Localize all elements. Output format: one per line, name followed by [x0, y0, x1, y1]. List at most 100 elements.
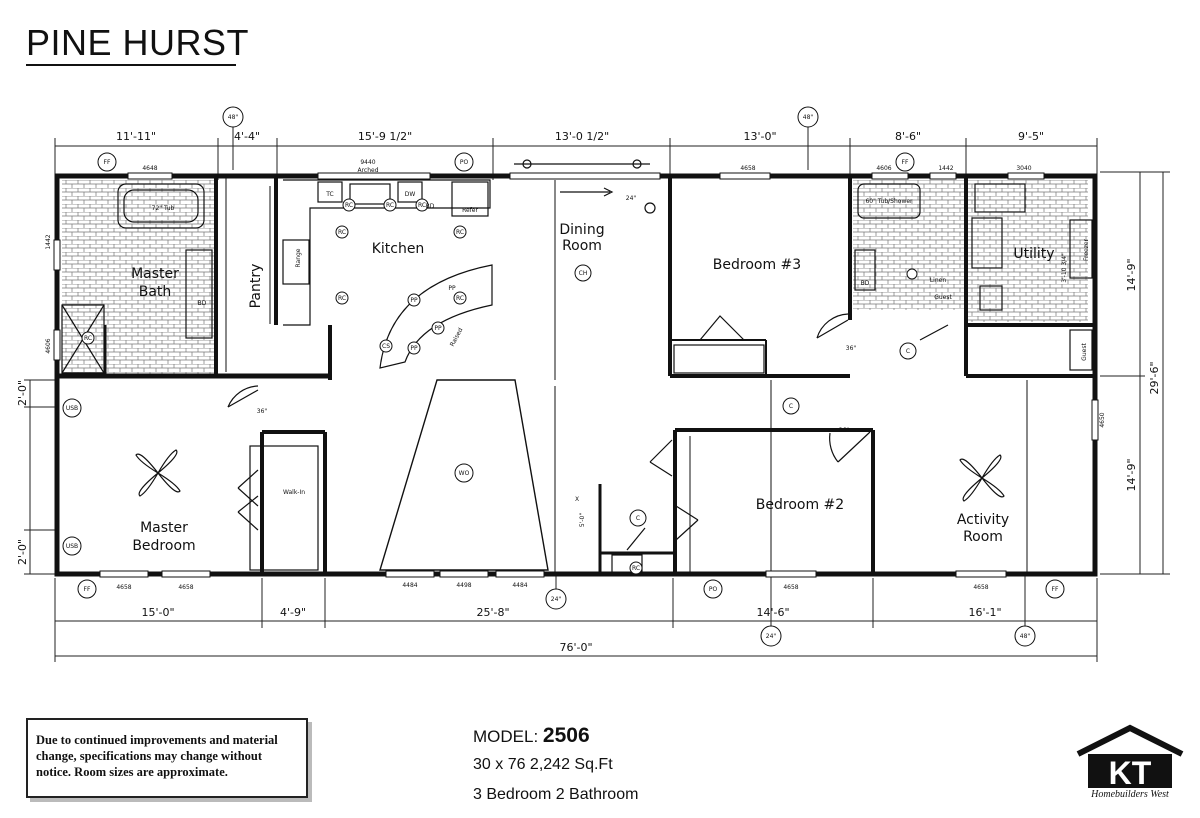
model-line: MODEL: 2506	[473, 724, 590, 748]
tag-window: 4658	[178, 584, 193, 591]
tag-window: 1442	[938, 165, 953, 172]
tag-ch: CH	[579, 270, 588, 277]
tag-rc: RC	[84, 335, 92, 342]
dim-left: 2'-0"	[16, 539, 29, 565]
room-bedroom-2: Bedroom #2	[756, 497, 844, 513]
tag-48: 48"	[228, 114, 239, 121]
tag-dw: DW	[405, 191, 416, 198]
tag-rc: RC	[632, 565, 640, 572]
tag-window: 4658	[116, 584, 131, 591]
tag-ff: FF	[84, 586, 91, 593]
room-bedroom-3: Bedroom #3	[713, 257, 801, 273]
title-underline	[26, 64, 236, 66]
tag-window: 4658	[740, 165, 755, 172]
tag-rc: RC	[456, 229, 464, 236]
tag-c: C	[789, 403, 793, 410]
tag-raised: Raised	[449, 327, 465, 348]
tag-rc: RC	[338, 295, 346, 302]
dim-top: 13'-0"	[743, 130, 776, 143]
tag-range: Range	[295, 248, 302, 267]
tag-36: 36"	[846, 345, 857, 352]
room-labels: Master Bath Pantry Kitchen Dining Room B…	[131, 222, 1055, 554]
tag-x: X	[575, 496, 579, 503]
dim-right: 14'-9"	[1125, 458, 1138, 491]
tag-48: 48"	[1020, 633, 1031, 640]
dim-bottom: 14'-6"	[756, 606, 789, 619]
dimension-lines	[24, 125, 1170, 662]
tag-ff: FF	[902, 159, 909, 166]
dim-bottom: 15'-0"	[141, 606, 174, 619]
dim-right: 14'-9"	[1125, 258, 1138, 291]
tag-ff: FF	[104, 159, 111, 166]
tag-rc: RC	[386, 202, 394, 209]
dim-top: 9'-5"	[1018, 130, 1044, 143]
tag-ff: FF	[1052, 586, 1059, 593]
spec-rooms: 3 Bedroom 2 Bathroom	[473, 786, 639, 803]
tag-usb: USB	[66, 543, 78, 550]
tag-c: C	[636, 515, 640, 522]
tag-window: 4498	[456, 582, 471, 589]
tag-rc: RC	[345, 202, 353, 209]
room-kitchen: Kitchen	[372, 241, 425, 257]
tag-utility-dim: 3'-10 3/4"	[1061, 253, 1068, 283]
dim-right: 29'-6"	[1148, 361, 1161, 394]
kt-logo-icon: KT	[1076, 724, 1184, 791]
room-master-bath: Master	[131, 266, 179, 282]
windows	[53, 172, 1099, 578]
disclaimer-box: Due to continued improvements and materi…	[26, 718, 308, 798]
tag-window: 4606	[45, 338, 52, 353]
tag-bd: BD	[426, 203, 435, 210]
room-walk-in: Walk-In	[283, 489, 305, 496]
tag-rc: RC	[338, 229, 346, 236]
spec-size: 30 x 76 2,242 Sq.Ft	[473, 756, 613, 773]
room-activity: Room	[963, 529, 1003, 545]
tag-bd: BD	[198, 300, 207, 307]
tag-refer: Refer	[462, 207, 478, 214]
dim-overall: 76'-0"	[559, 641, 592, 654]
tag-24: 24"	[551, 596, 562, 603]
tag-usb: USB	[66, 405, 78, 412]
tag-guest: Guest	[934, 294, 952, 301]
tag-window: 4648	[142, 165, 157, 172]
tag-window: 4650	[1099, 412, 1106, 427]
tag-bd: BD	[861, 280, 870, 287]
tag-window: 4484	[402, 582, 417, 589]
tag-pp: PP	[410, 345, 418, 352]
tag-tub: 72" Tub	[152, 205, 175, 212]
tag-window: 4606	[876, 165, 891, 172]
tag-pp: PP	[410, 297, 418, 304]
tag-po: PO	[709, 586, 718, 593]
tag-window: 4484	[512, 582, 527, 589]
tag-48: 48"	[803, 114, 814, 121]
tag-wo: WO	[459, 470, 470, 477]
dim-top: 15'-9 1/2"	[358, 130, 412, 143]
room-utility: Utility	[1013, 246, 1054, 262]
tag-24: 24"	[766, 633, 777, 640]
tag-pp: PP	[448, 285, 456, 292]
room-pantry: Pantry	[248, 264, 264, 309]
room-master-bath: Bath	[139, 284, 172, 300]
logo-tagline: Homebuilders West	[1091, 789, 1169, 800]
tag-window: 1442	[45, 234, 52, 249]
tag-24: 24"	[626, 195, 637, 202]
dim-top: 13'-0 1/2"	[555, 130, 609, 143]
room-master-bedroom: Bedroom	[132, 538, 195, 554]
tag-pp: PP	[434, 325, 442, 332]
tag-tc: TC	[325, 191, 334, 198]
tag-arched: Arched	[357, 167, 378, 174]
tag-c: C	[906, 348, 910, 355]
logo-letters: KT	[1109, 755, 1152, 791]
ceiling-fan-icon	[135, 449, 181, 497]
doors	[227, 313, 949, 551]
ceiling-fan-icon	[959, 454, 1005, 502]
tag-rc: RC	[456, 295, 464, 302]
hall-bath-tile	[853, 180, 965, 310]
dim-top: 11'-11"	[116, 130, 156, 143]
fixtures	[61, 159, 1093, 574]
dim-top: 8'-6"	[895, 130, 921, 143]
tag-guest: Guest	[1081, 343, 1088, 361]
dim-bottom: 16'-1"	[968, 606, 1001, 619]
tag-freezer: Freezer	[1083, 238, 1090, 261]
dim-top: 4'-4"	[234, 130, 260, 143]
tag-36: 36"	[257, 408, 268, 415]
